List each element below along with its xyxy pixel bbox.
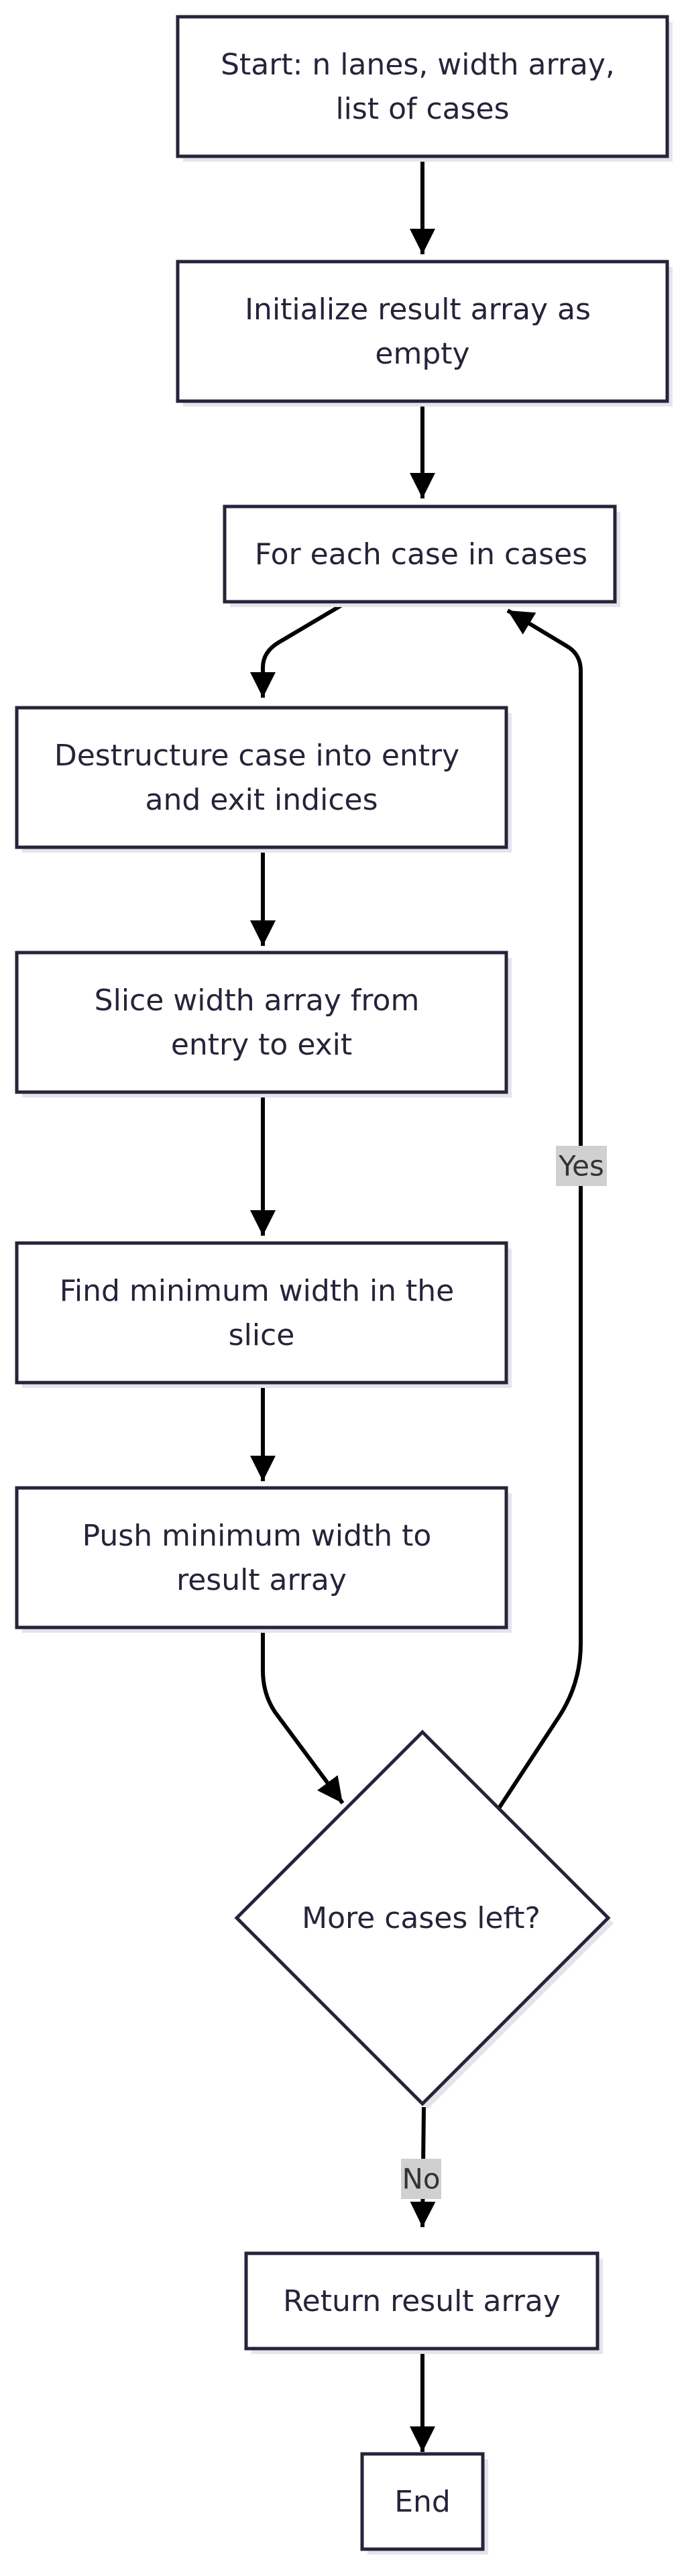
- node-loop-line-1: For each case in cases: [255, 537, 587, 572]
- node-slice: Slice width array from entry to exit: [15, 951, 512, 1097]
- node-push-line-1: Push minimum width to: [82, 1519, 432, 1553]
- node-slice-line-2: entry to exit: [171, 1028, 352, 1062]
- node-slice-box: [15, 951, 508, 1094]
- edge-label-yes-bg: [556, 1146, 607, 1186]
- node-init-line-1: Initialize result array as: [245, 292, 591, 327]
- node-start: Start: n lanes, width array, list of cas…: [176, 15, 673, 162]
- node-start-line-2: list of cases: [335, 92, 509, 126]
- node-slice-label: Slice width array from entry to exit: [95, 983, 429, 1062]
- edge-label-yes-text: Yes: [558, 1150, 604, 1183]
- edge-label-no: No: [401, 2159, 441, 2199]
- node-find-min-line-1: Find minimum width in the: [60, 1274, 455, 1308]
- node-push-label: Push minimum width to result array: [82, 1519, 441, 1597]
- node-find-min-box: [15, 1241, 508, 1385]
- node-find-min-label: Find minimum width in the slice: [60, 1274, 464, 1352]
- node-start-label: Start: n lanes, width array, list of cas…: [221, 48, 624, 126]
- node-start-box: [176, 15, 669, 158]
- edge-label-no-text: No: [402, 2163, 440, 2196]
- node-decision-line-1: More cases left?: [302, 1901, 540, 1935]
- node-push-line-2: result array: [176, 1563, 347, 1597]
- node-find-min: Find minimum width in the slice: [15, 1241, 512, 1388]
- node-loop-label: For each case in cases: [255, 537, 587, 572]
- node-push-box: [15, 1486, 508, 1629]
- node-end-line-1: End: [394, 2485, 451, 2519]
- edge-decision-yes-to-loop: [496, 608, 583, 1811]
- node-init-label: Initialize result array as empty: [245, 292, 600, 371]
- node-destructure-box: [15, 706, 508, 849]
- edges: [250, 156, 583, 2452]
- node-find-min-line-2: slice: [229, 1318, 295, 1352]
- node-init: Initialize result array as empty: [176, 260, 673, 407]
- edge-label-no-bg: [401, 2159, 441, 2199]
- edge-push-to-decision: [261, 1629, 345, 1805]
- node-loop: For each case in cases: [223, 504, 620, 607]
- edge-label-yes: Yes: [556, 1146, 607, 1186]
- node-decision-label: More cases left?: [302, 1901, 540, 1935]
- node-slice-line-1: Slice width array from: [95, 983, 420, 1018]
- node-init-box: [176, 260, 669, 403]
- node-return: Return result array: [244, 2251, 603, 2354]
- node-end-label: End: [394, 2485, 451, 2519]
- node-end: End: [360, 2452, 488, 2555]
- node-return-label: Return result array: [283, 2284, 561, 2318]
- node-destructure-line-2: and exit indices: [145, 783, 378, 817]
- node-start-line-1: Start: n lanes, width array,: [221, 48, 615, 82]
- node-destructure-label: Destructure case into entry and exit ind…: [54, 739, 469, 817]
- node-end-box: [360, 2452, 485, 2551]
- node-loop-box: [223, 504, 617, 604]
- node-decision-diamond: [234, 1729, 611, 2106]
- node-return-line-1: Return result array: [283, 2284, 561, 2318]
- node-push: Push minimum width to result array: [15, 1486, 512, 1633]
- node-decision: More cases left?: [234, 1729, 614, 2109]
- node-destructure-line-1: Destructure case into entry: [54, 739, 459, 773]
- node-init-line-2: empty: [375, 337, 469, 371]
- node-return-box: [244, 2251, 599, 2351]
- edge-loop-to-destructure: [250, 602, 345, 698]
- node-destructure: Destructure case into entry and exit ind…: [15, 706, 512, 853]
